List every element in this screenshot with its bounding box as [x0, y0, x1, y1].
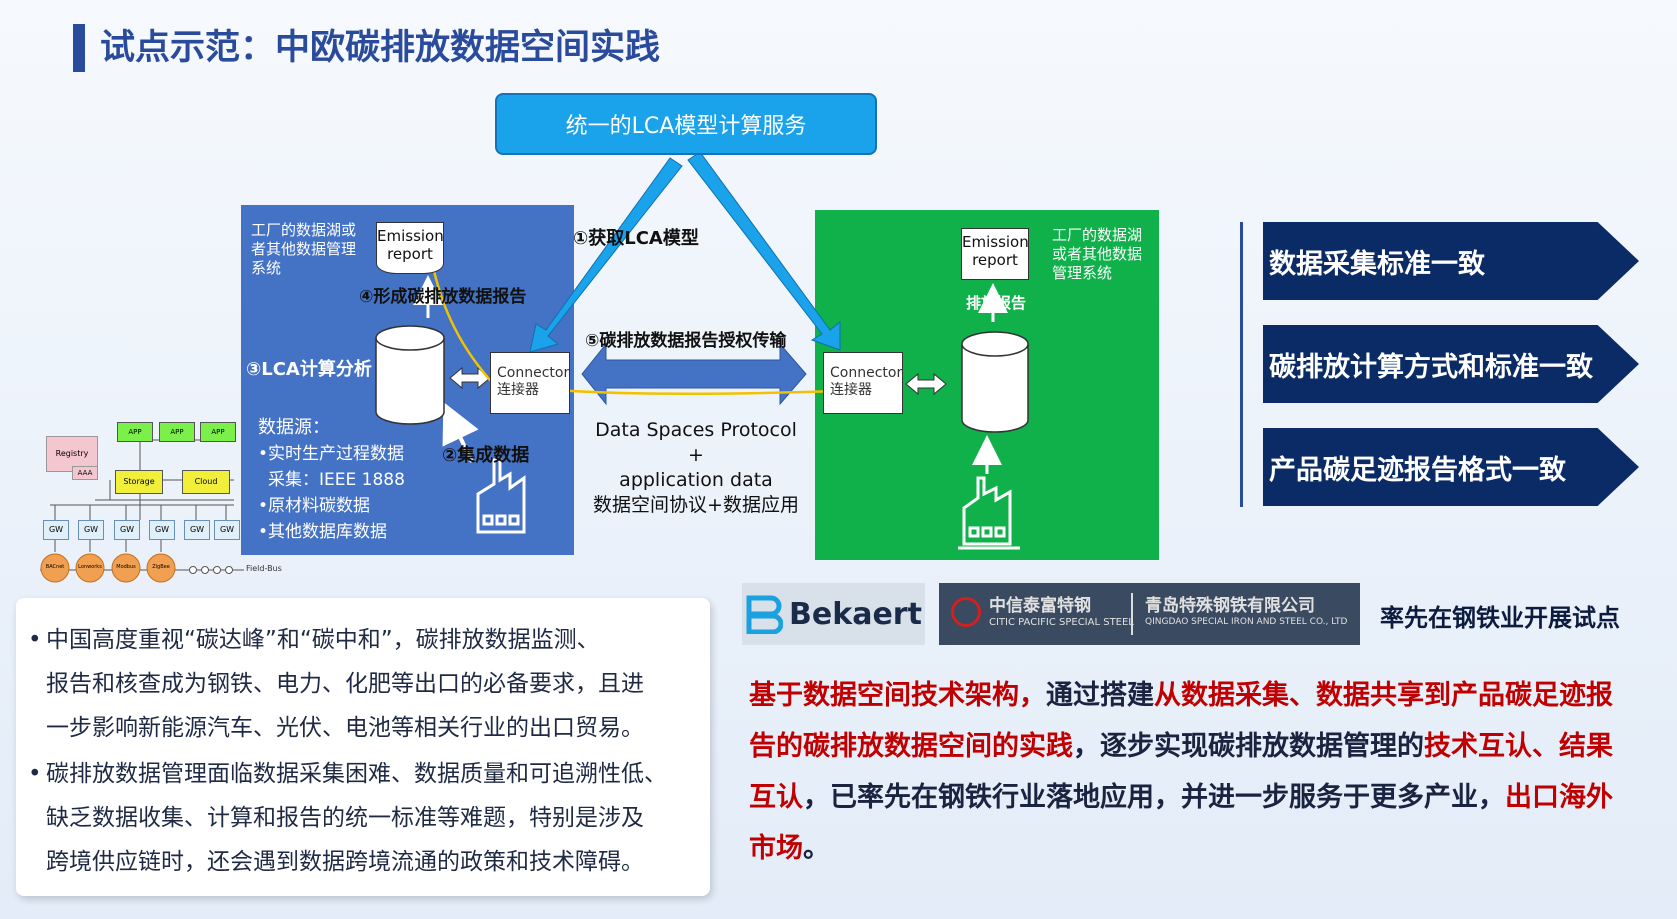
- left-factory-icon: [476, 458, 526, 534]
- right-report-label: 排放报告: [966, 294, 1027, 312]
- network-device-clouds: [40, 553, 176, 583]
- cloud-node: Cloud: [182, 470, 230, 494]
- background-bullets: • 中国高度重视“碳达峰”和“碳中和”，碳排放数据监测、报告和核查成为钢铁、电力…: [16, 598, 710, 896]
- device-label: Modbus: [116, 564, 136, 570]
- pilot-caption: 率先在钢铁业开展试点: [1380, 604, 1620, 632]
- standard-item: 碳排放计算方式和标准一致: [1263, 325, 1639, 403]
- step5-label: ⑤碳排放数据报告授权传输: [585, 331, 787, 351]
- summary-paragraph: 基于数据空间技术架构，通过搭建从数据采集、数据共享到产品碳足迹报告的碳排放数据空…: [749, 680, 1613, 864]
- step3-label: ③LCA计算分析: [246, 359, 372, 380]
- storage-node: Storage: [115, 470, 163, 494]
- right-database-icon: [961, 331, 1029, 433]
- device-label: BACnet: [45, 564, 65, 570]
- left-factory-up-arrow: [442, 401, 479, 463]
- lca-service-box: 统一的LCA模型计算服务: [495, 93, 877, 155]
- fieldbus-label: Field-Bus: [246, 564, 282, 573]
- page-title: 试点示范：中欧碳排放数据空间实践: [100, 28, 661, 68]
- gateway-node: GW: [114, 520, 140, 540]
- title-accent-bar: [73, 24, 85, 72]
- gateway-node: GW: [78, 520, 104, 540]
- gateway-node: GW: [149, 520, 175, 540]
- standard-item: 数据采集标准一致: [1263, 222, 1639, 300]
- network-ellipsis-dots: [189, 566, 233, 574]
- step2-label: ②集成数据: [442, 445, 530, 466]
- left-db-label: 工厂的数据湖或者其他数据管理系统: [251, 221, 357, 277]
- aaa-node: AAA: [72, 466, 98, 480]
- citic-qingdao-logo: 中信泰富特钢 CITIC PACIFIC SPECIAL STEEL 青岛特殊钢…: [939, 583, 1360, 645]
- data-sources-list: 数据源： •实时生产过程数据 采集：IEEE 1888 •原材料碳数据 •其他数…: [258, 417, 405, 542]
- left-database-icon: [375, 325, 445, 425]
- right-db-connector-arrow: [905, 372, 947, 396]
- device-label: ZigBee: [152, 564, 170, 570]
- arrow-lca-to-right: [687, 151, 841, 351]
- standard-item: 产品碳足迹报告格式一致: [1263, 428, 1639, 506]
- step4-label: ④形成碳排放数据报告: [359, 287, 527, 307]
- standards-divider: [1240, 222, 1243, 507]
- gateway-node: GW: [214, 520, 240, 540]
- bullet-item: • 中国高度重视“碳达峰”和“碳中和”，碳排放数据监测、报告和核查成为钢铁、电力…: [28, 627, 644, 741]
- app-node: APP: [200, 422, 236, 442]
- gateway-node: GW: [184, 520, 210, 540]
- app-node: APP: [159, 422, 195, 442]
- right-db-label: 工厂的数据湖或者其他数据管理系统: [1052, 226, 1143, 282]
- protocol-text: Data Spaces Protocol + application data …: [593, 419, 799, 516]
- gateway-node: GW: [43, 520, 69, 540]
- citic-mark-icon: [951, 597, 981, 627]
- step1-label: ①获取LCA模型: [573, 228, 699, 249]
- bekaert-mark-icon: [746, 595, 784, 634]
- device-label: Lonworks: [78, 564, 102, 570]
- arrow-lca-to-left: [529, 157, 683, 353]
- right-factory-icon: [958, 476, 1020, 550]
- app-node: APP: [117, 422, 153, 442]
- bekaert-logo: Bekaert: [742, 583, 925, 645]
- bullet-item: • 碳排放数据管理面临数据采集困难、数据质量和可追溯性低、缺乏数据收集、计算和报…: [28, 761, 667, 875]
